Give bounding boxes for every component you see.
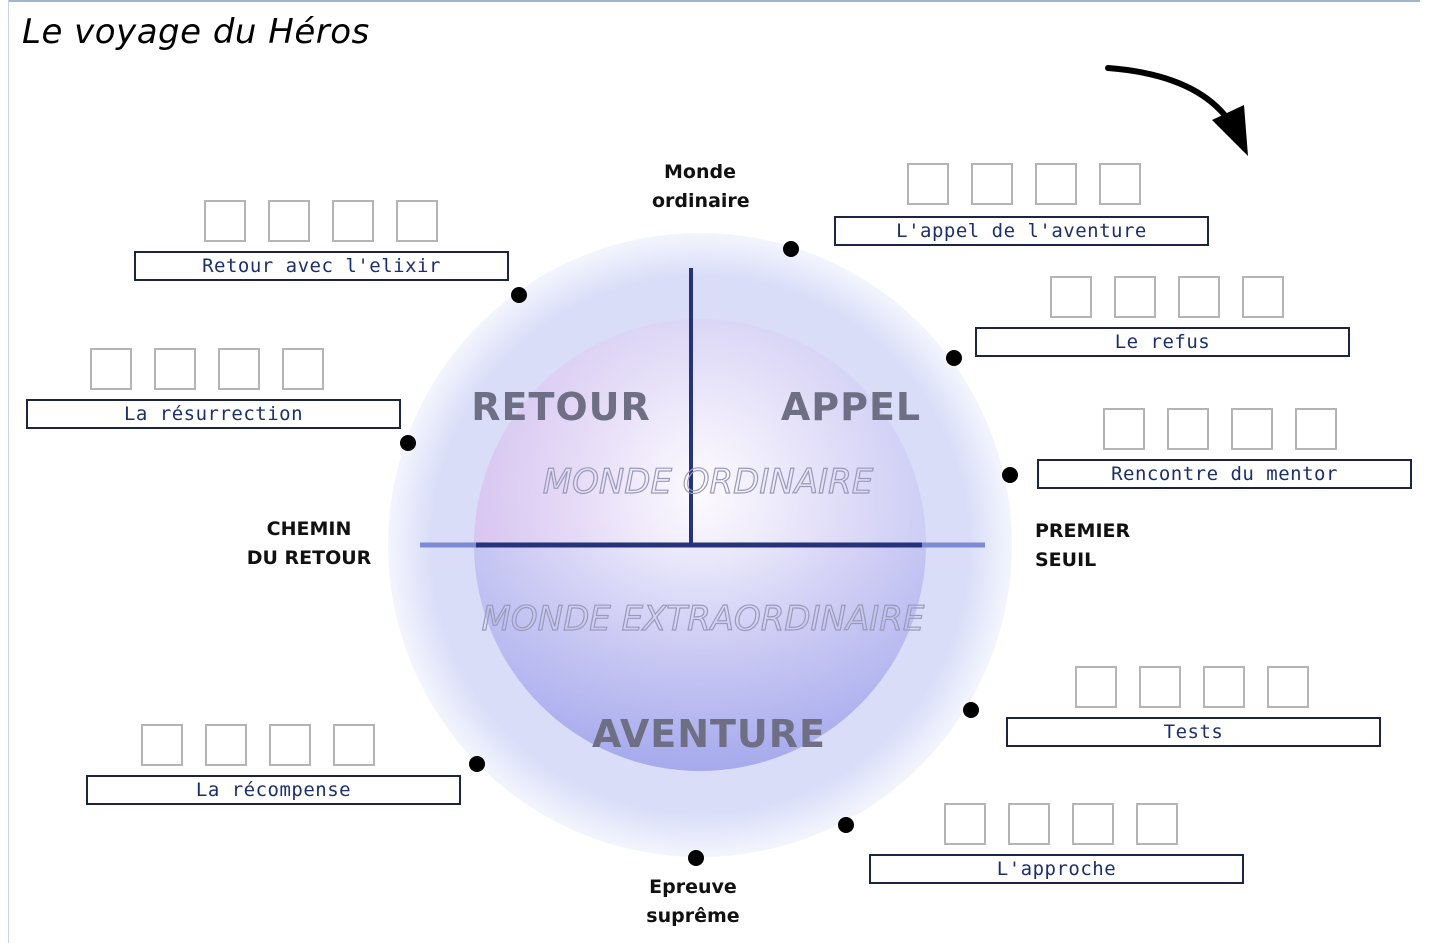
dot-mentor <box>1002 467 1018 483</box>
checkbox-icon[interactable] <box>332 200 374 242</box>
milestone-epreuve-supreme: Epreuve suprême <box>640 873 746 931</box>
dot-epreuve-supreme <box>688 850 704 866</box>
stage-label-retour-elixir[interactable]: Retour avec l'elixir <box>134 251 509 281</box>
checkbox-icon[interactable] <box>1167 408 1209 450</box>
dot-resurrection <box>400 435 416 451</box>
checkbox-icon[interactable] <box>1050 276 1092 318</box>
checkbox-icon[interactable] <box>1114 276 1156 318</box>
checkbox-icon[interactable] <box>333 724 375 766</box>
checkbox-icon[interactable] <box>1008 803 1050 845</box>
checkbox-icon[interactable] <box>1267 666 1309 708</box>
world-monde-extraordinaire: MONDE EXTRAORDINAIRE <box>482 599 925 639</box>
milestone-monde-ordinaire-line1: Monde <box>664 161 736 183</box>
checkbox-icon[interactable] <box>1035 163 1077 205</box>
checkbox-group-resurrection <box>90 348 324 390</box>
checkbox-icon[interactable] <box>205 724 247 766</box>
dot-refus <box>946 350 962 366</box>
milestone-monde-ordinaire: Monde ordinaire <box>652 158 750 216</box>
checkbox-icon[interactable] <box>269 724 311 766</box>
dot-approche <box>838 817 854 833</box>
quadrant-appel: APPEL <box>781 385 921 429</box>
milestone-epreuve-line1: Epreuve <box>649 876 737 898</box>
dot-retour-elixir <box>511 287 527 303</box>
checkbox-icon[interactable] <box>154 348 196 390</box>
dot-appel-aventure <box>783 241 799 257</box>
curved-arrow-icon <box>1105 65 1248 156</box>
page-title: Le voyage du Héros <box>22 12 370 52</box>
checkbox-icon[interactable] <box>268 200 310 242</box>
checkbox-icon[interactable] <box>907 163 949 205</box>
frame-left-border <box>8 0 9 943</box>
stage-label-tests[interactable]: Tests <box>1006 717 1381 747</box>
checkbox-icon[interactable] <box>1103 408 1145 450</box>
dot-tests <box>963 702 979 718</box>
quadrant-retour: RETOUR <box>471 385 651 429</box>
milestone-chemin-line2: DU RETOUR <box>246 547 372 569</box>
checkbox-icon[interactable] <box>1178 276 1220 318</box>
stage-label-recompense[interactable]: La récompense <box>86 775 461 805</box>
stage-dots <box>400 241 1018 866</box>
checkbox-icon[interactable] <box>1099 163 1141 205</box>
milestone-chemin-du-retour: CHEMIN DU RETOUR <box>238 515 380 573</box>
milestone-premier-seuil: PREMIER SEUIL <box>1035 517 1130 575</box>
world-monde-ordinaire: MONDE ORDINAIRE <box>543 462 874 502</box>
checkbox-group-appel-aventure <box>907 163 1141 205</box>
checkbox-group-retour-elixir <box>204 200 438 242</box>
milestone-monde-ordinaire-line2: ordinaire <box>652 190 750 212</box>
milestone-premier-seuil-line2: SEUIL <box>1035 549 1097 571</box>
checkbox-icon[interactable] <box>204 200 246 242</box>
stage-label-appel-aventure[interactable]: L'appel de l'aventure <box>834 216 1209 246</box>
checkbox-icon[interactable] <box>1231 408 1273 450</box>
checkbox-icon[interactable] <box>944 803 986 845</box>
checkbox-icon[interactable] <box>971 163 1013 205</box>
checkbox-icon[interactable] <box>1075 666 1117 708</box>
checkbox-group-mentor <box>1103 408 1337 450</box>
checkbox-icon[interactable] <box>1139 666 1181 708</box>
checkbox-icon[interactable] <box>141 724 183 766</box>
stage-label-resurrection[interactable]: La résurrection <box>26 399 401 429</box>
checkbox-icon[interactable] <box>1295 408 1337 450</box>
frame-top-border <box>8 0 1420 2</box>
milestone-chemin-line1: CHEMIN <box>266 518 352 540</box>
checkbox-icon[interactable] <box>396 200 438 242</box>
checkbox-icon[interactable] <box>282 348 324 390</box>
checkbox-icon[interactable] <box>218 348 260 390</box>
stage-label-approche[interactable]: L'approche <box>869 854 1244 884</box>
checkbox-group-approche <box>944 803 1178 845</box>
dot-recompense <box>469 756 485 772</box>
quadrant-aventure: AVENTURE <box>592 712 826 756</box>
checkbox-group-recompense <box>141 724 375 766</box>
milestone-premier-seuil-line1: PREMIER <box>1035 520 1131 542</box>
stage-label-refus[interactable]: Le refus <box>975 327 1350 357</box>
checkbox-icon[interactable] <box>90 348 132 390</box>
checkbox-icon[interactable] <box>1136 803 1178 845</box>
milestone-epreuve-line2: suprême <box>646 905 740 927</box>
checkbox-group-tests <box>1075 666 1309 708</box>
checkbox-icon[interactable] <box>1203 666 1245 708</box>
checkbox-group-refus <box>1050 276 1284 318</box>
checkbox-icon[interactable] <box>1242 276 1284 318</box>
stage-label-mentor[interactable]: Rencontre du mentor <box>1037 459 1412 489</box>
checkbox-icon[interactable] <box>1072 803 1114 845</box>
